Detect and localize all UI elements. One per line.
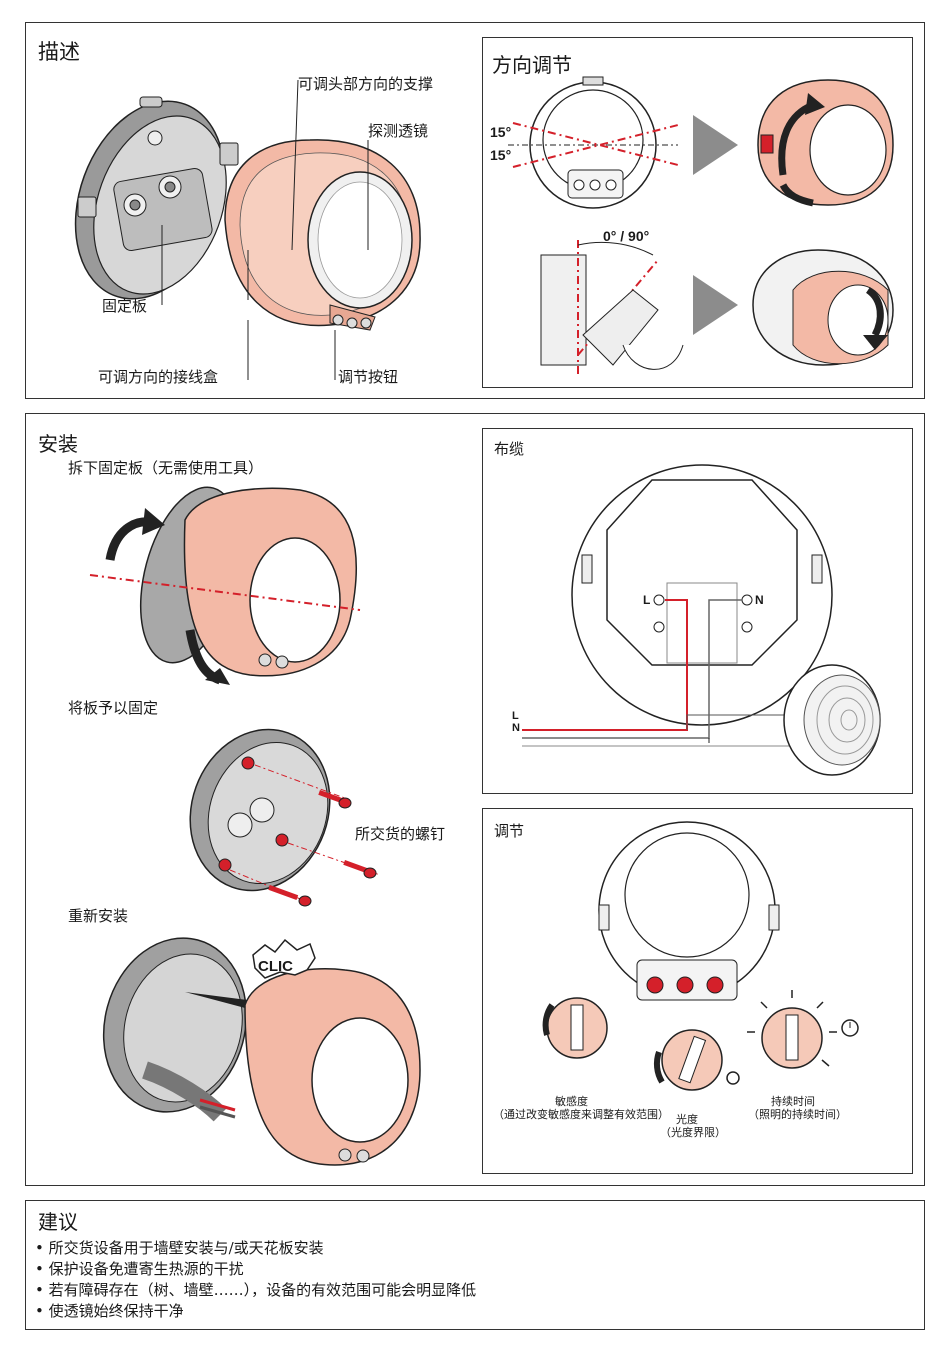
orientation-illustration [483,45,913,385]
mounting-plate-drawing [49,80,250,320]
clic-text: CLIC [258,958,293,975]
step1-illustration [80,480,380,690]
terminal-l: L [643,593,650,607]
arrow-right-icon [693,115,738,175]
advice-item: • 所交货设备用于墙壁安装与/或天花板安装 [35,1238,476,1259]
step1-text: 拆下固定板（无需使用工具） [68,457,263,478]
step2-illustration [170,715,410,895]
step2-text: 将板予以固定 [68,697,158,718]
head-rotation-horizontal [758,80,893,205]
line-n: N [512,722,520,734]
duration-note: （照明的持续时间） [748,1106,847,1122]
label-lens: 探测透镜 [368,120,428,141]
adjustment-diagram [487,820,907,1100]
angle-vertical: 0° / 90° [603,228,649,244]
angle-bottom: 15° [490,147,511,163]
light-note: （光度界限） [660,1124,726,1140]
side-view-vertical [541,240,683,375]
advice-item: • 保护设备免遭寄生热源的干扰 [35,1259,476,1280]
terminal-n: N [755,593,764,607]
advice-item: • 使透镜始终保持干净 [35,1301,476,1322]
line-l: L [512,710,519,722]
label-box: 可调方向的接线盒 [98,366,218,387]
installation-title: 安装 [38,428,78,457]
front-view-horizontal [508,77,678,208]
advice-list: • 所交货设备用于墙壁安装与/或天花板安装 • 保护设备免遭寄生热源的干扰 • … [35,1238,476,1322]
label-knobs: 调节按钮 [338,366,398,387]
knob-small-1 [647,977,663,993]
advice-item: • 若有障碍存在（树、墙壁……），设备的有效范围可能会明显降低 [35,1280,476,1301]
screws-label: 所交货的螺钉 [355,823,445,844]
label-plate: 固定板 [102,295,147,316]
wiring-diagram [487,435,907,785]
angle-top: 15° [490,124,511,140]
label-support: 可调头部方向的支撑 [298,73,433,94]
knob-small-2 [677,977,693,993]
sun-icon [727,1072,739,1084]
knob-small-3 [707,977,723,993]
arrow-right-icon-2 [693,275,738,335]
head-rotation-vertical [753,250,893,365]
advice-title: 建议 [38,1206,78,1235]
sensitivity-note: （通过改变敏感度来调整有效范围） [493,1106,669,1122]
step3-text: 重新安装 [68,905,128,926]
